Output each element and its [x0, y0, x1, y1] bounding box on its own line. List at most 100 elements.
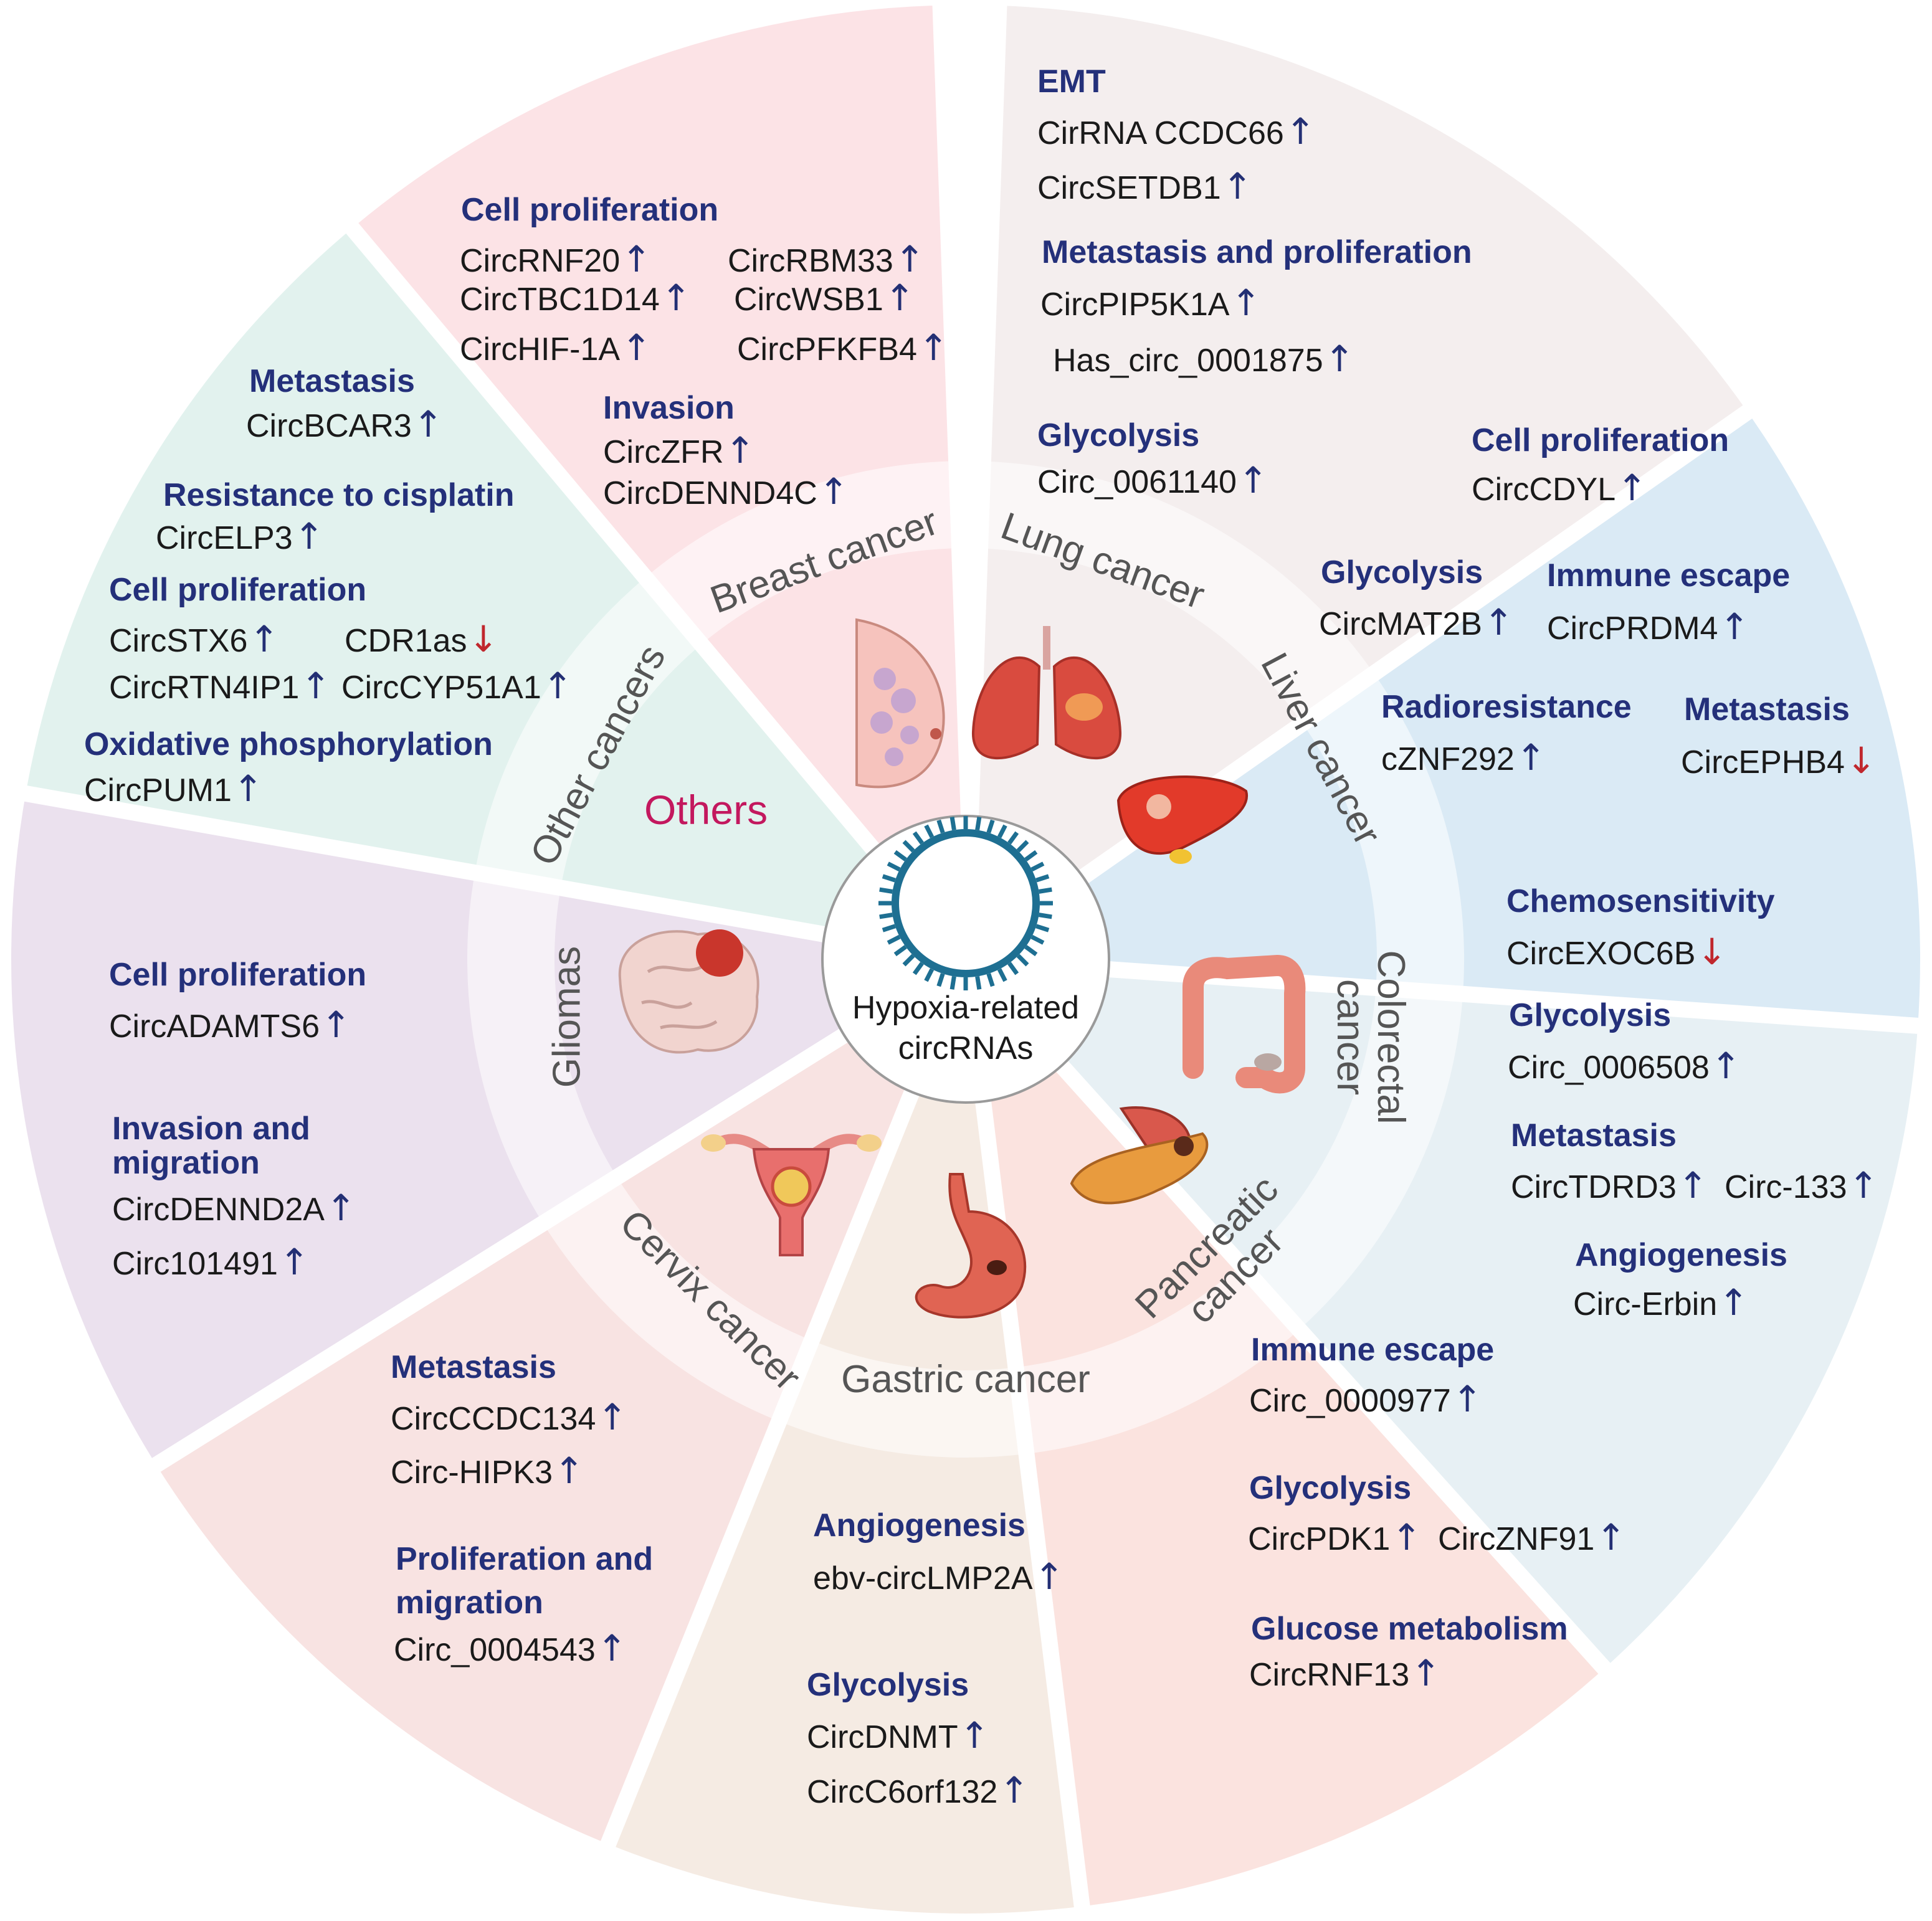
ring-tick: [879, 887, 893, 894]
band-cervix: [543, 1177, 812, 1421]
item-circdnmt: CircDNMT↑: [807, 1714, 990, 1757]
heading-liver-glycolysis: Glycolysis: [1321, 554, 1483, 591]
label-others: Others: [644, 787, 768, 833]
ring-tick: [912, 962, 924, 975]
ring-tick: [975, 975, 982, 990]
label-colorectal-cancer: Colorectal cancer: [1329, 913, 1413, 1162]
band-colorectal: [1240, 988, 1463, 1330]
up-arrow-icon: ↑: [818, 470, 849, 513]
item-circrnf13: CircRNF13↑: [1249, 1652, 1441, 1694]
heading-lung-metastasis-proliferation: Metastasis and proliferation: [1042, 234, 1472, 270]
ring-tick: [1038, 887, 1052, 894]
ring-tick: [936, 973, 945, 987]
heading-others-resistance-cisplatin: Resistance to cisplatin: [163, 477, 515, 513]
heading-others-cell-proliferation: Cell proliferation: [109, 572, 367, 608]
item-circccdc134: CircCCDC134↑: [391, 1396, 628, 1438]
item-circ-133: Circ-133↑: [1725, 1164, 1879, 1207]
up-arrow-icon: ↑: [1391, 1516, 1422, 1558]
heading-colorectal-angiogenesis: Angiogenesis: [1575, 1237, 1787, 1273]
heading-liver-radioresistance: Radioresistance: [1381, 689, 1632, 725]
ring-tick: [936, 819, 945, 833]
item-circ-0006508: Circ_0006508↑: [1508, 1045, 1741, 1087]
item-circ-hipk3: Circ-HIPK3↑: [391, 1449, 584, 1492]
divider-line: [599, 1089, 920, 1852]
up-arrow-icon: ↑: [894, 238, 925, 280]
ring-tick: [893, 850, 907, 861]
item-circwsb1: CircWSB1↑: [734, 277, 915, 319]
heading-gliomas-line1: Invasion and: [112, 1111, 310, 1147]
divider-line: [343, 219, 880, 855]
item-circprdm4: CircPRDM4↑: [1547, 605, 1750, 648]
label-gastric-cancer: Gastric cancer: [841, 1358, 1090, 1401]
ring-tick: [887, 861, 901, 872]
item-circbcar3: CircBCAR3↑: [246, 403, 444, 445]
ring-tick: [1016, 954, 1029, 967]
item-circtdrd3: CircTDRD3↑: [1511, 1164, 1708, 1207]
band-breast: [645, 461, 951, 645]
heading-cervix-proliferation-migration: Proliferation and migration: [396, 1537, 653, 1625]
item-circadamts6: CircADAMTS6↑: [109, 1003, 351, 1046]
divider-line: [1108, 961, 1924, 1035]
ring-tick: [1038, 913, 1052, 919]
up-arrow-icon: ↑: [1718, 1281, 1749, 1324]
label-colorectal-line1: Colorectal: [1369, 950, 1413, 1124]
divider-line: [963, 0, 1007, 817]
ring-tick: [986, 819, 995, 833]
item-circ-0061140: Circ_0061140↑: [1037, 459, 1268, 501]
ring-tick: [997, 824, 1007, 838]
up-arrow-icon: ↑: [1324, 338, 1355, 380]
label-colorectal-line2: cancer: [1329, 979, 1372, 1096]
item-circznf91: CircZNF91↑: [1438, 1516, 1626, 1558]
up-arrow-icon: ↑: [1710, 1045, 1741, 1087]
ring-tick: [902, 840, 915, 853]
item-has-circ-0001875: Has_circ_0001875↑: [1053, 338, 1355, 380]
up-arrow-icon: ↑: [1452, 1378, 1483, 1420]
heading-gliomas-invasion-migration: Invasion and migration: [112, 1112, 310, 1180]
label-bands: [467, 461, 1464, 1458]
breast-icon: [855, 618, 945, 789]
down-arrow-icon: ↓: [1696, 931, 1728, 973]
up-arrow-icon: ↑: [1285, 110, 1316, 153]
ring-tick: [949, 975, 956, 990]
center-label-line2: circRNAs: [898, 1030, 1034, 1066]
lungs-icon: [971, 626, 1122, 760]
item-circpum1: CircPUM1↑: [84, 767, 264, 810]
down-arrow-icon: ↓: [1845, 739, 1877, 782]
item-circexoc6b: CircEXOC6B↓: [1506, 931, 1728, 973]
heading-pancreatic-glycolysis: Glycolysis: [1249, 1470, 1412, 1506]
outer-ring: [7, 1, 1924, 1917]
heading-others-oxidative-phosphorylation: Oxidative phosphorylation: [84, 726, 493, 762]
ring-tick: [887, 934, 901, 945]
ring-tick: [893, 945, 907, 957]
sector-breast: [351, 3, 966, 960]
brain-icon: [618, 929, 759, 1054]
up-arrow-icon: ↑: [325, 1187, 356, 1229]
up-arrow-icon: ↑: [999, 1769, 1029, 1811]
heading-cervix-line2: migration: [396, 1585, 543, 1621]
band-gliomas: [467, 873, 617, 1223]
up-arrow-icon: ↑: [725, 429, 756, 472]
item-circpfkfb4: CircPFKFB4↑: [737, 326, 949, 369]
heading-gliomas-cell-proliferation: Cell proliferation: [109, 957, 367, 993]
heading-liver-cell-proliferation: Cell proliferation: [1472, 422, 1730, 458]
up-arrow-icon: ↑: [959, 1714, 990, 1757]
item-circrnf20: CircRNF20↑: [460, 238, 652, 280]
heading-gastric-angiogenesis: Angiogenesis: [813, 1507, 1025, 1544]
ring-tick: [997, 968, 1007, 982]
ring-tick: [912, 831, 924, 845]
ring-tick: [902, 954, 915, 967]
divider-line: [148, 1028, 849, 1475]
up-arrow-icon: ↑: [884, 277, 915, 319]
ring-tick: [1007, 962, 1019, 975]
heading-colorectal-metastasis: Metastasis: [1511, 1117, 1677, 1154]
item-circrbm33: CircRBM33↑: [728, 238, 925, 280]
heading-colorectal-glycolysis: Glycolysis: [1509, 997, 1672, 1033]
item-circdennd2a: CircDENND2A↑: [112, 1187, 356, 1229]
item-circpdk1: CircPDK1↑: [1248, 1516, 1422, 1558]
ring-tick: [1024, 850, 1038, 861]
up-arrow-icon: ↑: [1034, 1555, 1065, 1598]
up-arrow-icon: ↑: [232, 767, 264, 810]
center-label: Hypoxia-related circRNAs: [835, 988, 1097, 1069]
up-arrow-icon: ↑: [1848, 1164, 1879, 1207]
